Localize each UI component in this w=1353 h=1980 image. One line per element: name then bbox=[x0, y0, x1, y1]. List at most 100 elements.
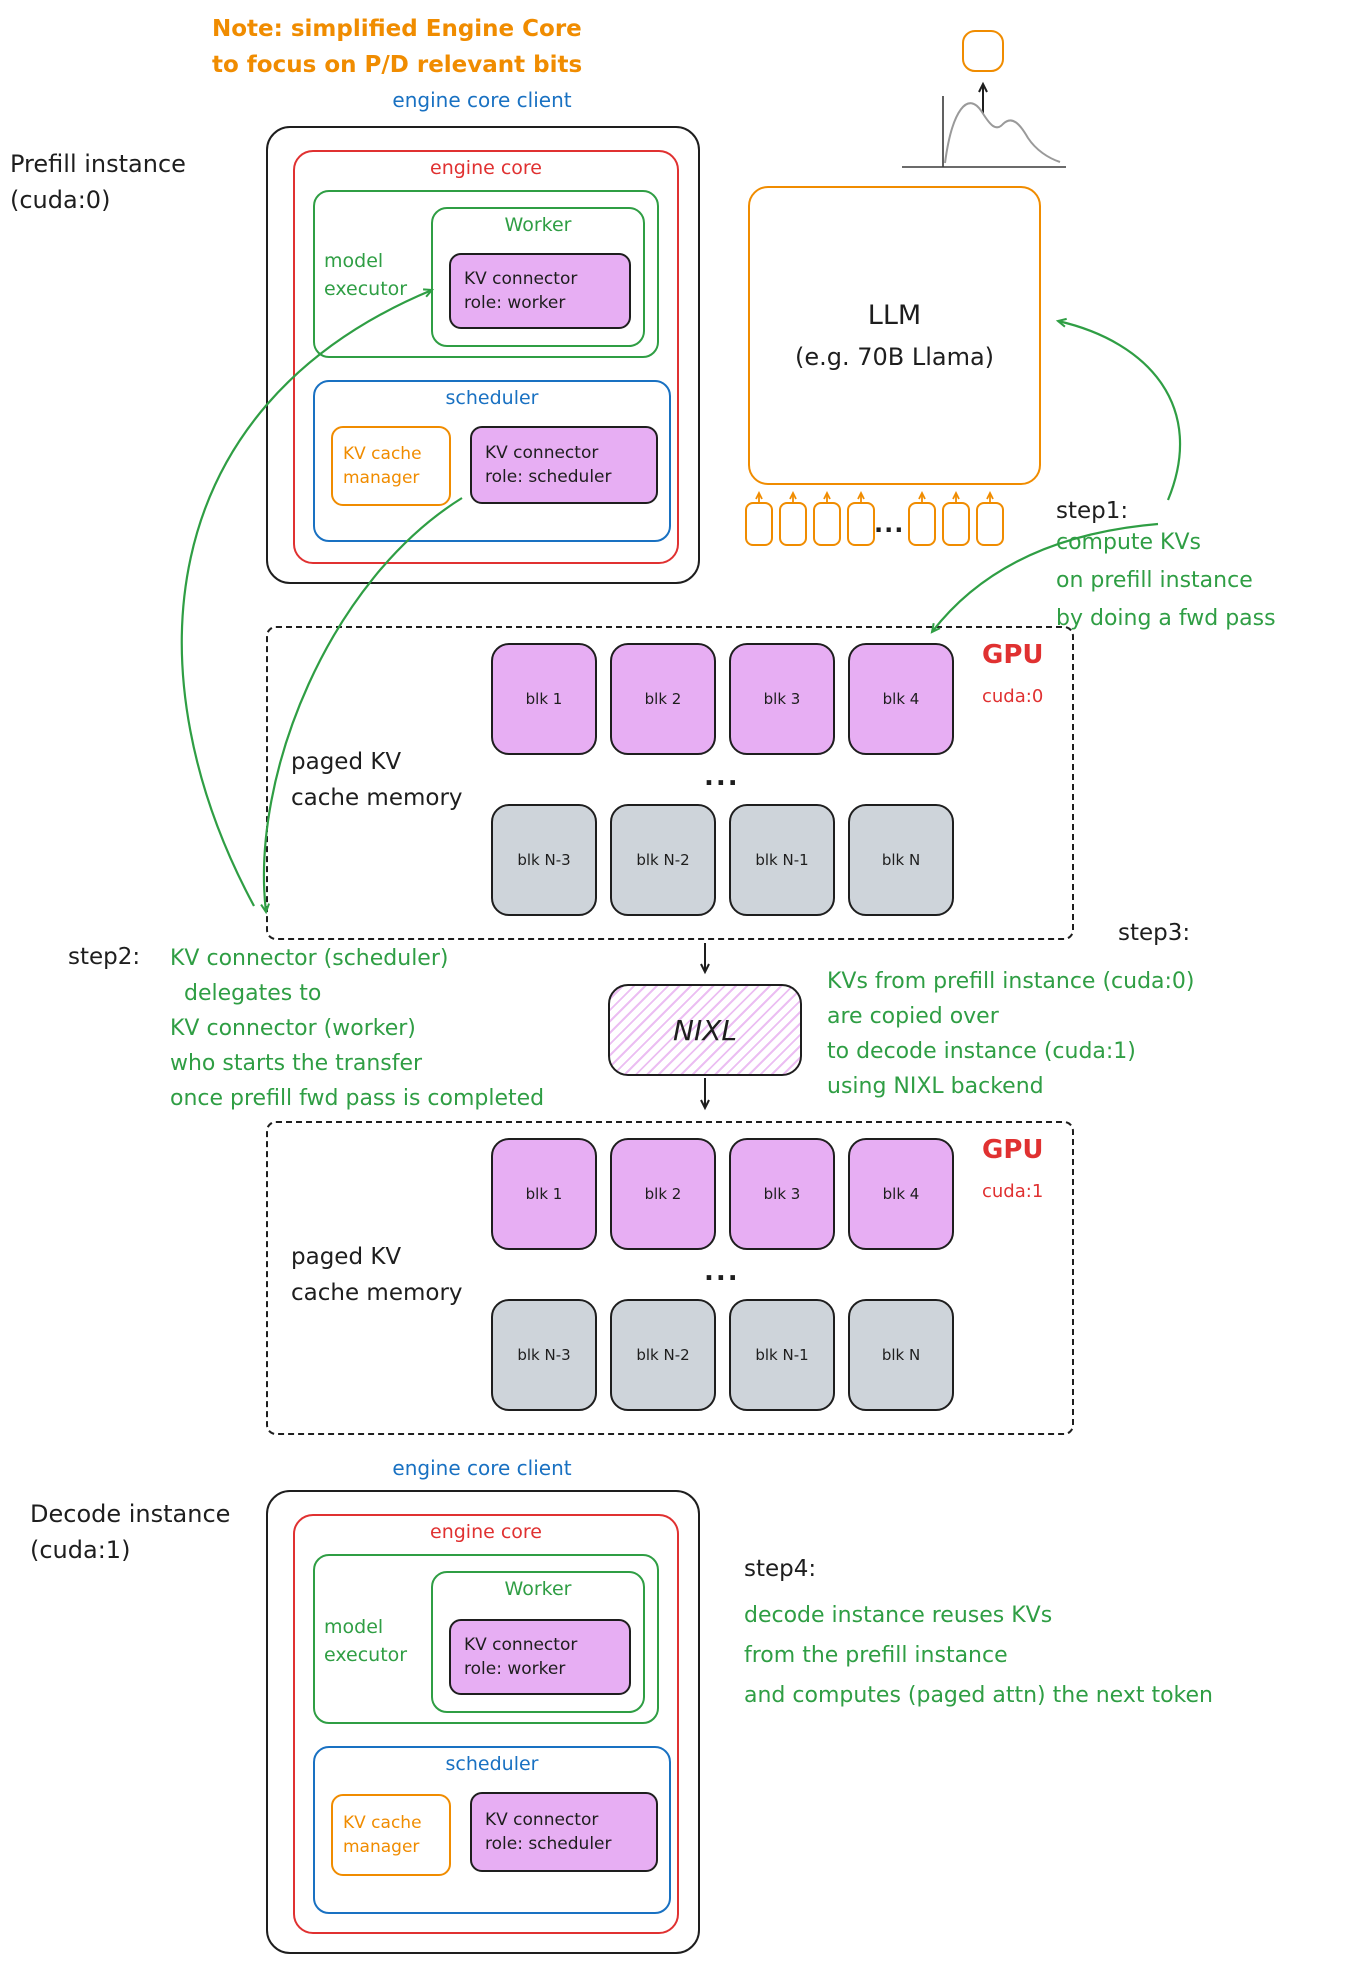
kv-connector-role-line: role: scheduler bbox=[485, 467, 612, 487]
decode-kv-connector-scheduler-box: KV connector role: scheduler bbox=[470, 1792, 658, 1872]
step1-line: on prefill instance bbox=[1056, 568, 1253, 593]
decode-instance-label-line-2: (cuda:1) bbox=[30, 1536, 131, 1564]
step4-line: and computes (paged attn) the next token bbox=[744, 1683, 1213, 1708]
gpu0-paged-kv-label: paged KV cache memory bbox=[291, 745, 463, 816]
prefill-instance-label: Prefill instance (cuda:0) bbox=[10, 146, 186, 218]
kv-connector-line: KV connector bbox=[464, 268, 578, 289]
gpu0-kv-block-1: blk 1 bbox=[491, 643, 597, 755]
decode-kv-cache-manager-box: KV cache manager bbox=[331, 1794, 451, 1876]
prefill-kv-connector-scheduler-box: KV connector role: scheduler bbox=[470, 426, 658, 504]
kv-connector-line: KV connector bbox=[464, 1634, 578, 1655]
paged-kv-line: cache memory bbox=[291, 1279, 463, 1306]
input-token-box bbox=[976, 502, 1004, 546]
kv-block-label: blk 2 bbox=[644, 690, 682, 708]
gpu1-free-block-1: blk N-3 bbox=[491, 1299, 597, 1411]
prefill-worker-title: Worker bbox=[504, 214, 572, 236]
step1-line: by doing a fwd pass bbox=[1056, 606, 1276, 631]
llm-box: LLM (e.g. 70B Llama) bbox=[748, 186, 1041, 485]
step2-line: KV connector (worker) bbox=[170, 1016, 416, 1041]
kv-block-label: blk 4 bbox=[882, 690, 920, 708]
gpu1-kv-block-1: blk 1 bbox=[491, 1138, 597, 1250]
input-token-box bbox=[908, 502, 936, 546]
input-token-box bbox=[779, 502, 807, 546]
step2-lines: KV connector (scheduler) delegates to KV… bbox=[170, 941, 544, 1116]
decode-engine-core-box: engine core model executor Worker KV con… bbox=[293, 1514, 679, 1934]
gpu1-free-block-4: blk N bbox=[848, 1299, 954, 1411]
gpu0-kv-block-4: blk 4 bbox=[848, 643, 954, 755]
kv-block-label: blk 3 bbox=[763, 1185, 801, 1203]
prefill-scheduler-title: scheduler bbox=[445, 387, 539, 409]
kv-block-label: blk N bbox=[881, 851, 921, 869]
kv-block-label: blk N bbox=[881, 1346, 921, 1364]
kv-cache-manager-line: manager bbox=[343, 468, 420, 488]
gpu1-kv-block-4: blk 4 bbox=[848, 1138, 954, 1250]
gpu1-free-block-3: blk N-1 bbox=[729, 1299, 835, 1411]
kv-block-label: blk N-2 bbox=[636, 851, 690, 869]
kv-cache-manager-line: KV cache bbox=[343, 1812, 422, 1833]
decode-model-executor-box: model executor Worker KV connector role:… bbox=[313, 1554, 659, 1724]
prefill-model-executor-box: model executor Worker KV connector role:… bbox=[313, 190, 659, 358]
prefill-instance-label-line-2: (cuda:0) bbox=[10, 186, 111, 214]
step4-label: step4: bbox=[744, 1556, 817, 1582]
prefill-scheduler-box: scheduler KV cache manager KV connector … bbox=[313, 380, 671, 542]
decode-engine-core-client-label: engine core client bbox=[392, 1456, 572, 1480]
llm-subtitle: (e.g. 70B Llama) bbox=[794, 343, 995, 371]
gpu1-row-ellipsis: ... bbox=[704, 1257, 740, 1287]
kv-block-label: blk 3 bbox=[763, 690, 801, 708]
kv-block-label: blk 4 bbox=[882, 1185, 920, 1203]
gpu1-kv-block-2: blk 2 bbox=[610, 1138, 716, 1250]
kv-block-label: blk N-1 bbox=[755, 851, 809, 869]
step3-line: to decode instance (cuda:1) bbox=[827, 1039, 1136, 1064]
kv-connector-line: KV connector bbox=[485, 442, 599, 463]
step3-line: using NIXL backend bbox=[827, 1074, 1044, 1099]
gpu1-label: GPU bbox=[982, 1135, 1044, 1165]
gpu0-free-block-1: blk N-3 bbox=[491, 804, 597, 916]
kv-connector-role-line: role: worker bbox=[464, 293, 566, 313]
kv-block-label: blk N-2 bbox=[636, 1346, 690, 1364]
kv-connector-role-line: role: scheduler bbox=[485, 1834, 612, 1854]
gpu0-paged-kv-cache-box: GPU cuda:0 paged KV cache memory blk 1 b… bbox=[266, 626, 1074, 940]
decode-engine-core-title: engine core bbox=[430, 1521, 542, 1543]
gpu0-row-ellipsis: ... bbox=[704, 762, 740, 792]
decode-kv-connector-worker-box: KV connector role: worker bbox=[449, 1619, 631, 1695]
prefill-worker-box: Worker KV connector role: worker bbox=[431, 207, 645, 347]
gpu0-cuda-label: cuda:0 bbox=[982, 686, 1044, 707]
decode-instance-label: Decode instance (cuda:1) bbox=[30, 1496, 230, 1568]
paged-kv-line: cache memory bbox=[291, 784, 463, 811]
gpu0-kv-block-2: blk 2 bbox=[610, 643, 716, 755]
prefill-engine-core-client-label: engine core client bbox=[392, 88, 572, 112]
probability-chart-curve bbox=[944, 102, 1061, 164]
gpu1-kv-block-3: blk 3 bbox=[729, 1138, 835, 1250]
step3-line: are copied over bbox=[827, 1004, 999, 1029]
step2-line: delegates to bbox=[184, 981, 322, 1006]
gpu1-paged-kv-label: paged KV cache memory bbox=[291, 1240, 463, 1311]
kv-cache-manager-line: KV cache bbox=[343, 443, 422, 464]
kv-connector-role-line: role: worker bbox=[464, 1659, 566, 1679]
nixl-label: NIXL bbox=[673, 1013, 737, 1047]
note: Note: simplified Engine Core to focus on… bbox=[212, 12, 582, 83]
prefill-model-executor-label: model executor bbox=[324, 250, 408, 300]
gpu0-kv-block-3: blk 3 bbox=[729, 643, 835, 755]
step2-line: who starts the transfer bbox=[170, 1051, 423, 1076]
kv-block-label: blk 1 bbox=[525, 1185, 563, 1203]
decode-worker-box: Worker KV connector role: worker bbox=[431, 1571, 645, 1713]
step1-label: step1: bbox=[1056, 498, 1129, 524]
gpu0-free-block-3: blk N-1 bbox=[729, 804, 835, 916]
decode-scheduler-box: scheduler KV cache manager KV connector … bbox=[313, 1746, 671, 1914]
decode-instance-label-line-1: Decode instance bbox=[30, 1500, 231, 1528]
nixl-box: NIXL bbox=[608, 984, 802, 1076]
step1-lines: compute KVs on prefill instance by doing… bbox=[1056, 524, 1276, 638]
input-token-box bbox=[813, 502, 841, 546]
kv-block-label: blk 2 bbox=[644, 1185, 682, 1203]
paged-kv-line: paged KV bbox=[291, 749, 402, 775]
step2-line: KV connector (scheduler) bbox=[170, 946, 449, 971]
arrow-step1-to-llm bbox=[1055, 317, 1182, 501]
step1-line: compute KVs bbox=[1056, 530, 1201, 555]
prefill-instance-label-line-1: Prefill instance bbox=[10, 150, 186, 178]
gpu0-free-block-4: blk N bbox=[848, 804, 954, 916]
decode-scheduler-title: scheduler bbox=[445, 1753, 539, 1775]
step2-label: step2: bbox=[68, 944, 141, 970]
gpu1-cuda-label: cuda:1 bbox=[982, 1181, 1044, 1202]
step2-line: once prefill fwd pass is completed bbox=[170, 1086, 545, 1111]
